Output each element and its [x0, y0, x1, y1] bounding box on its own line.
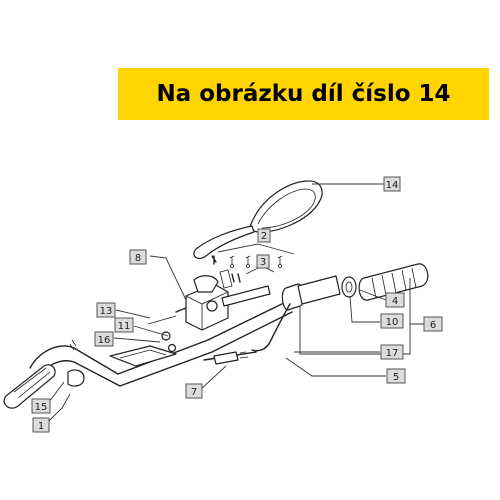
svg-text:2: 2	[261, 231, 267, 242]
callout-1: 1	[32, 417, 50, 433]
svg-text:15: 15	[35, 402, 48, 413]
svg-text:7: 7	[191, 387, 197, 398]
cable-adjuster-part	[203, 351, 257, 365]
callout-17: 17	[380, 344, 404, 360]
svg-text:13: 13	[100, 306, 113, 317]
svg-text:4: 4	[392, 296, 398, 307]
callout-5: 5	[386, 368, 406, 384]
svg-text:8: 8	[135, 253, 141, 264]
screws-part	[229, 255, 283, 268]
svg-text:6: 6	[430, 320, 436, 331]
callout-11: 11	[114, 317, 134, 333]
callout-10: 10	[380, 313, 404, 329]
callout-15: 15	[31, 398, 51, 414]
svg-text:11: 11	[118, 321, 131, 332]
callout-4: 4	[385, 292, 405, 308]
svg-text:10: 10	[386, 317, 399, 328]
handlebar-part	[3, 299, 293, 409]
callout-16: 16	[94, 331, 114, 347]
callout-7: 7	[185, 383, 203, 399]
end-fittings-part	[67, 307, 187, 387]
callout-6: 6	[423, 316, 443, 332]
throttle-grip-part	[281, 263, 429, 311]
callout-13: 13	[96, 302, 116, 318]
title-banner: Na obrázku díl číslo 14	[118, 68, 489, 120]
svg-text:3: 3	[260, 257, 266, 268]
svg-text:1: 1	[38, 421, 44, 432]
switch-assembly-part	[185, 269, 271, 331]
callout-14: 14	[383, 176, 401, 192]
svg-text:16: 16	[98, 335, 111, 346]
throttle-cable-part	[251, 303, 291, 352]
callout-8: 8	[129, 249, 147, 265]
title-text: Na obrázku díl číslo 14	[156, 81, 451, 107]
callout-2: 2	[257, 228, 271, 243]
callout-3: 3	[256, 254, 270, 269]
svg-text:17: 17	[386, 348, 399, 359]
svg-text:5: 5	[393, 372, 399, 383]
mirror-part	[193, 180, 323, 265]
svg-text:14: 14	[386, 180, 399, 191]
